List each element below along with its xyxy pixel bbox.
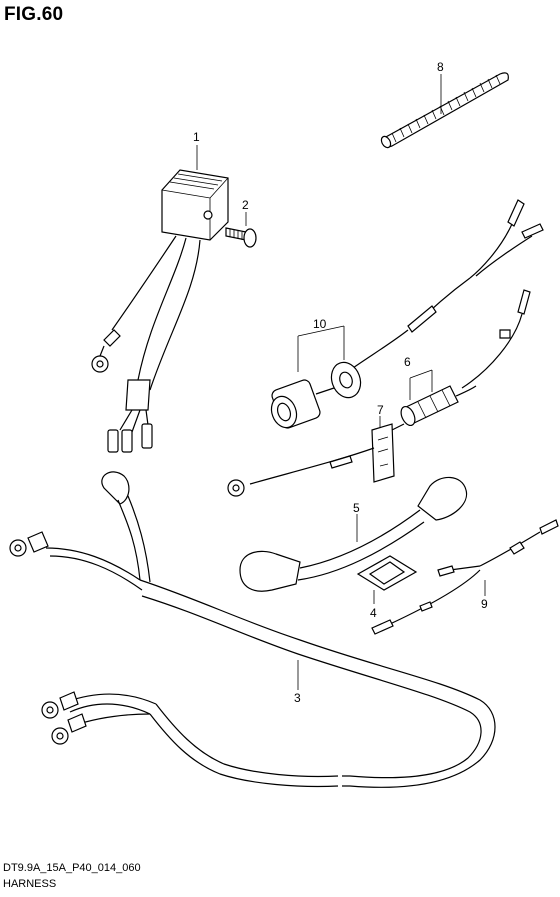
callout-3: 3 [294,691,301,705]
callout-7: 7 [377,403,384,417]
callout-6: 6 [404,355,411,369]
callout-2: 2 [242,198,249,212]
figure-code: DT9.9A_15A_P40_014_060 [3,862,141,874]
part-1-rectifier [91,145,229,453]
part-6-connector [400,369,477,427]
callout-9: 9 [481,597,488,611]
part-3-main-harness [9,471,496,788]
callout-5: 5 [353,501,360,515]
part-9-lead [371,519,559,635]
figure-title: FIG.60 [4,4,64,25]
part-8-spiral-tube [380,72,509,149]
lead-wire-upper [349,199,544,371]
callout-10: 10 [313,317,327,331]
callout-1: 1 [193,130,200,144]
callout-8: 8 [437,60,444,74]
lead-wire-mid [461,289,531,389]
part-7-clamp [371,416,405,483]
callout-4: 4 [370,606,377,620]
part-4-holder [356,555,418,604]
part-10-grommet [270,325,362,429]
part-2-screw [225,212,257,248]
figure-caption: HARNESS [3,878,57,890]
part-5-cable [239,476,468,592]
lead-wire-lower-ground [227,447,375,497]
